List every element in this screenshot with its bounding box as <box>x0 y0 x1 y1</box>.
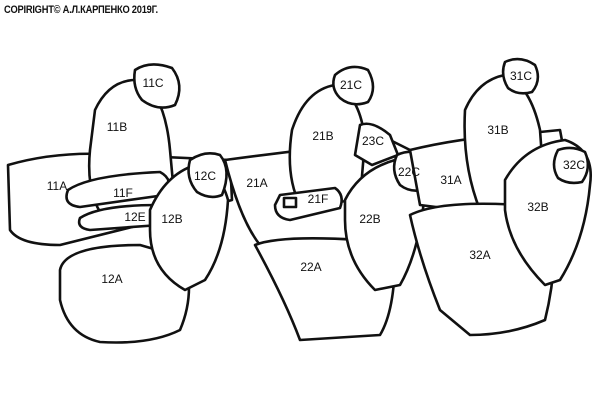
label-22A: 22A <box>300 260 321 274</box>
label-22C: 22C <box>398 165 420 179</box>
part-labels: 11C 11B 11A 11F 12E 12C 12B 12A 21C 21B … <box>47 69 586 286</box>
label-31C: 31C <box>510 69 532 83</box>
label-12B: 12B <box>161 212 182 226</box>
label-11F: 11F <box>113 186 133 200</box>
label-32B: 32B <box>527 200 548 214</box>
rear-seat-middle <box>223 65 433 342</box>
label-21B: 21B <box>312 129 333 143</box>
label-12E: 12E <box>124 210 145 224</box>
label-21F: 21F <box>308 192 329 206</box>
label-32A: 32A <box>469 248 490 262</box>
label-23C: 23C <box>362 134 384 148</box>
label-22B: 22B <box>359 212 380 226</box>
label-12C: 12C <box>194 169 216 183</box>
label-32C: 32C <box>563 158 585 172</box>
label-31B: 31B <box>487 123 508 137</box>
armrest-button-icon <box>282 196 298 209</box>
label-31A: 31A <box>440 173 461 187</box>
label-11B: 11B <box>107 120 127 134</box>
label-11C: 11C <box>142 76 163 90</box>
rear-seat-right <box>408 57 593 337</box>
label-21A: 21A <box>246 176 267 190</box>
copyright-notice: COPIRIGHT© А.Л.КАРПЕНКО 2019Г. <box>4 4 158 16</box>
label-11A: 11A <box>47 179 67 193</box>
label-21C: 21C <box>340 78 362 92</box>
label-12A: 12A <box>101 272 122 286</box>
front-seat-left <box>6 63 234 344</box>
